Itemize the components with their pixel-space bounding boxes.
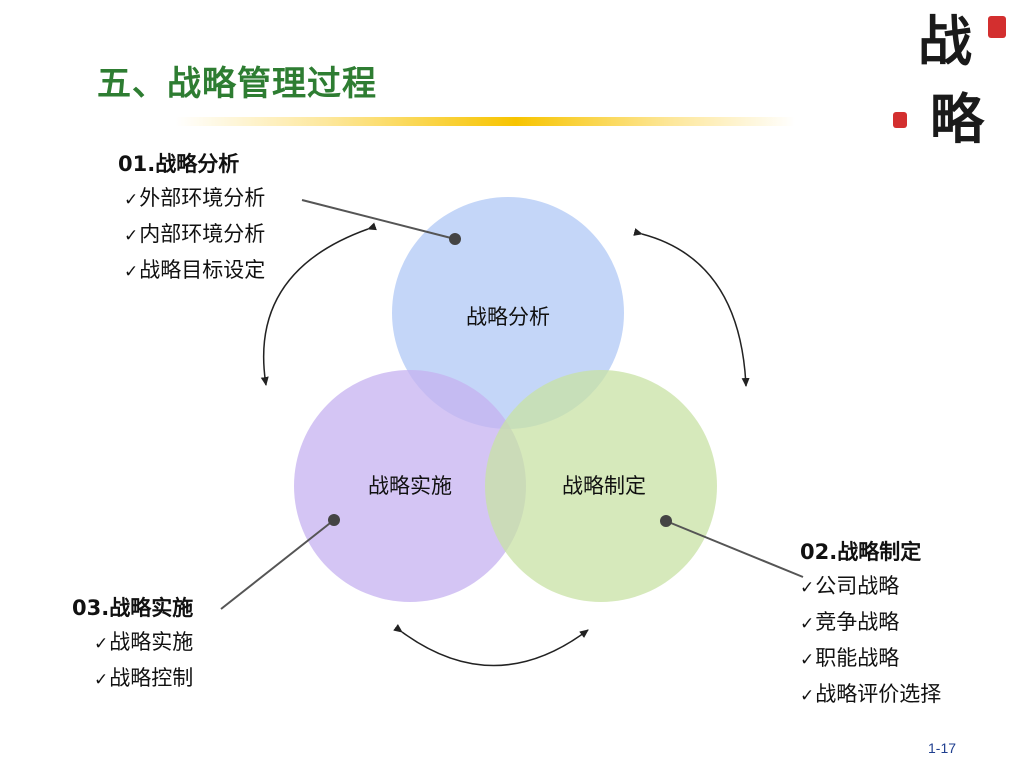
page-number: 1-17 — [928, 740, 957, 756]
page-title: 五、战略管理过程 — [97, 64, 377, 104]
logo-seal-top — [988, 16, 1006, 38]
logo-char-1: 战 — [918, 9, 972, 73]
leader-line-analysis — [301, 199, 456, 240]
group-item-formulation-2: 竞争战略 — [800, 605, 941, 641]
leader-line-implementation — [220, 519, 335, 610]
logo-char-2: 略 — [930, 87, 984, 151]
leader-dot-analysis — [449, 233, 461, 245]
group-item-analysis-2: 内部环境分析 — [124, 217, 265, 253]
circle-label-analysis: 战略分析 — [466, 305, 550, 329]
logo-seal-bottom — [893, 112, 907, 128]
group-item-analysis-1: 外部环境分析 — [124, 181, 265, 217]
title-underline — [175, 117, 795, 126]
group-item-formulation-4: 战略评价选择 — [800, 677, 941, 713]
cycle-arrow-left — [260, 222, 377, 386]
circle-analysis — [392, 197, 624, 429]
group-heading-analysis: 01.战略分析 — [118, 152, 240, 176]
cycle-arrow-bottom — [393, 624, 589, 667]
circle-label-implementation: 战略实施 — [368, 474, 452, 498]
group-heading-implementation: 03.战略实施 — [72, 596, 194, 620]
group-item-implementation-1: 战略实施 — [94, 625, 193, 661]
circle-formulation — [485, 370, 717, 602]
group-item-analysis-3: 战略目标设定 — [124, 253, 265, 289]
group-item-formulation-3: 职能战略 — [800, 641, 941, 677]
leader-dot-formulation — [660, 515, 672, 527]
group-implementation: 03.战略实施 战略实施 战略控制 — [72, 591, 193, 697]
circle-label-formulation: 战略制定 — [562, 474, 646, 498]
cycle-arrow-right — [633, 228, 750, 387]
circle-implementation — [294, 370, 526, 602]
group-item-formulation-1: 公司战略 — [800, 569, 941, 605]
leader-dot-implementation — [328, 514, 340, 526]
group-item-implementation-2: 战略控制 — [94, 661, 193, 697]
group-analysis: 01.战略分析 外部环境分析 内部环境分析 战略目标设定 — [118, 147, 265, 289]
leader-line-formulation — [665, 520, 804, 578]
group-formulation: 02.战略制定 公司战略 竞争战略 职能战略 战略评价选择 — [800, 535, 941, 713]
logo: 战 略 — [880, 8, 1010, 158]
group-heading-formulation: 02.战略制定 — [800, 540, 922, 564]
